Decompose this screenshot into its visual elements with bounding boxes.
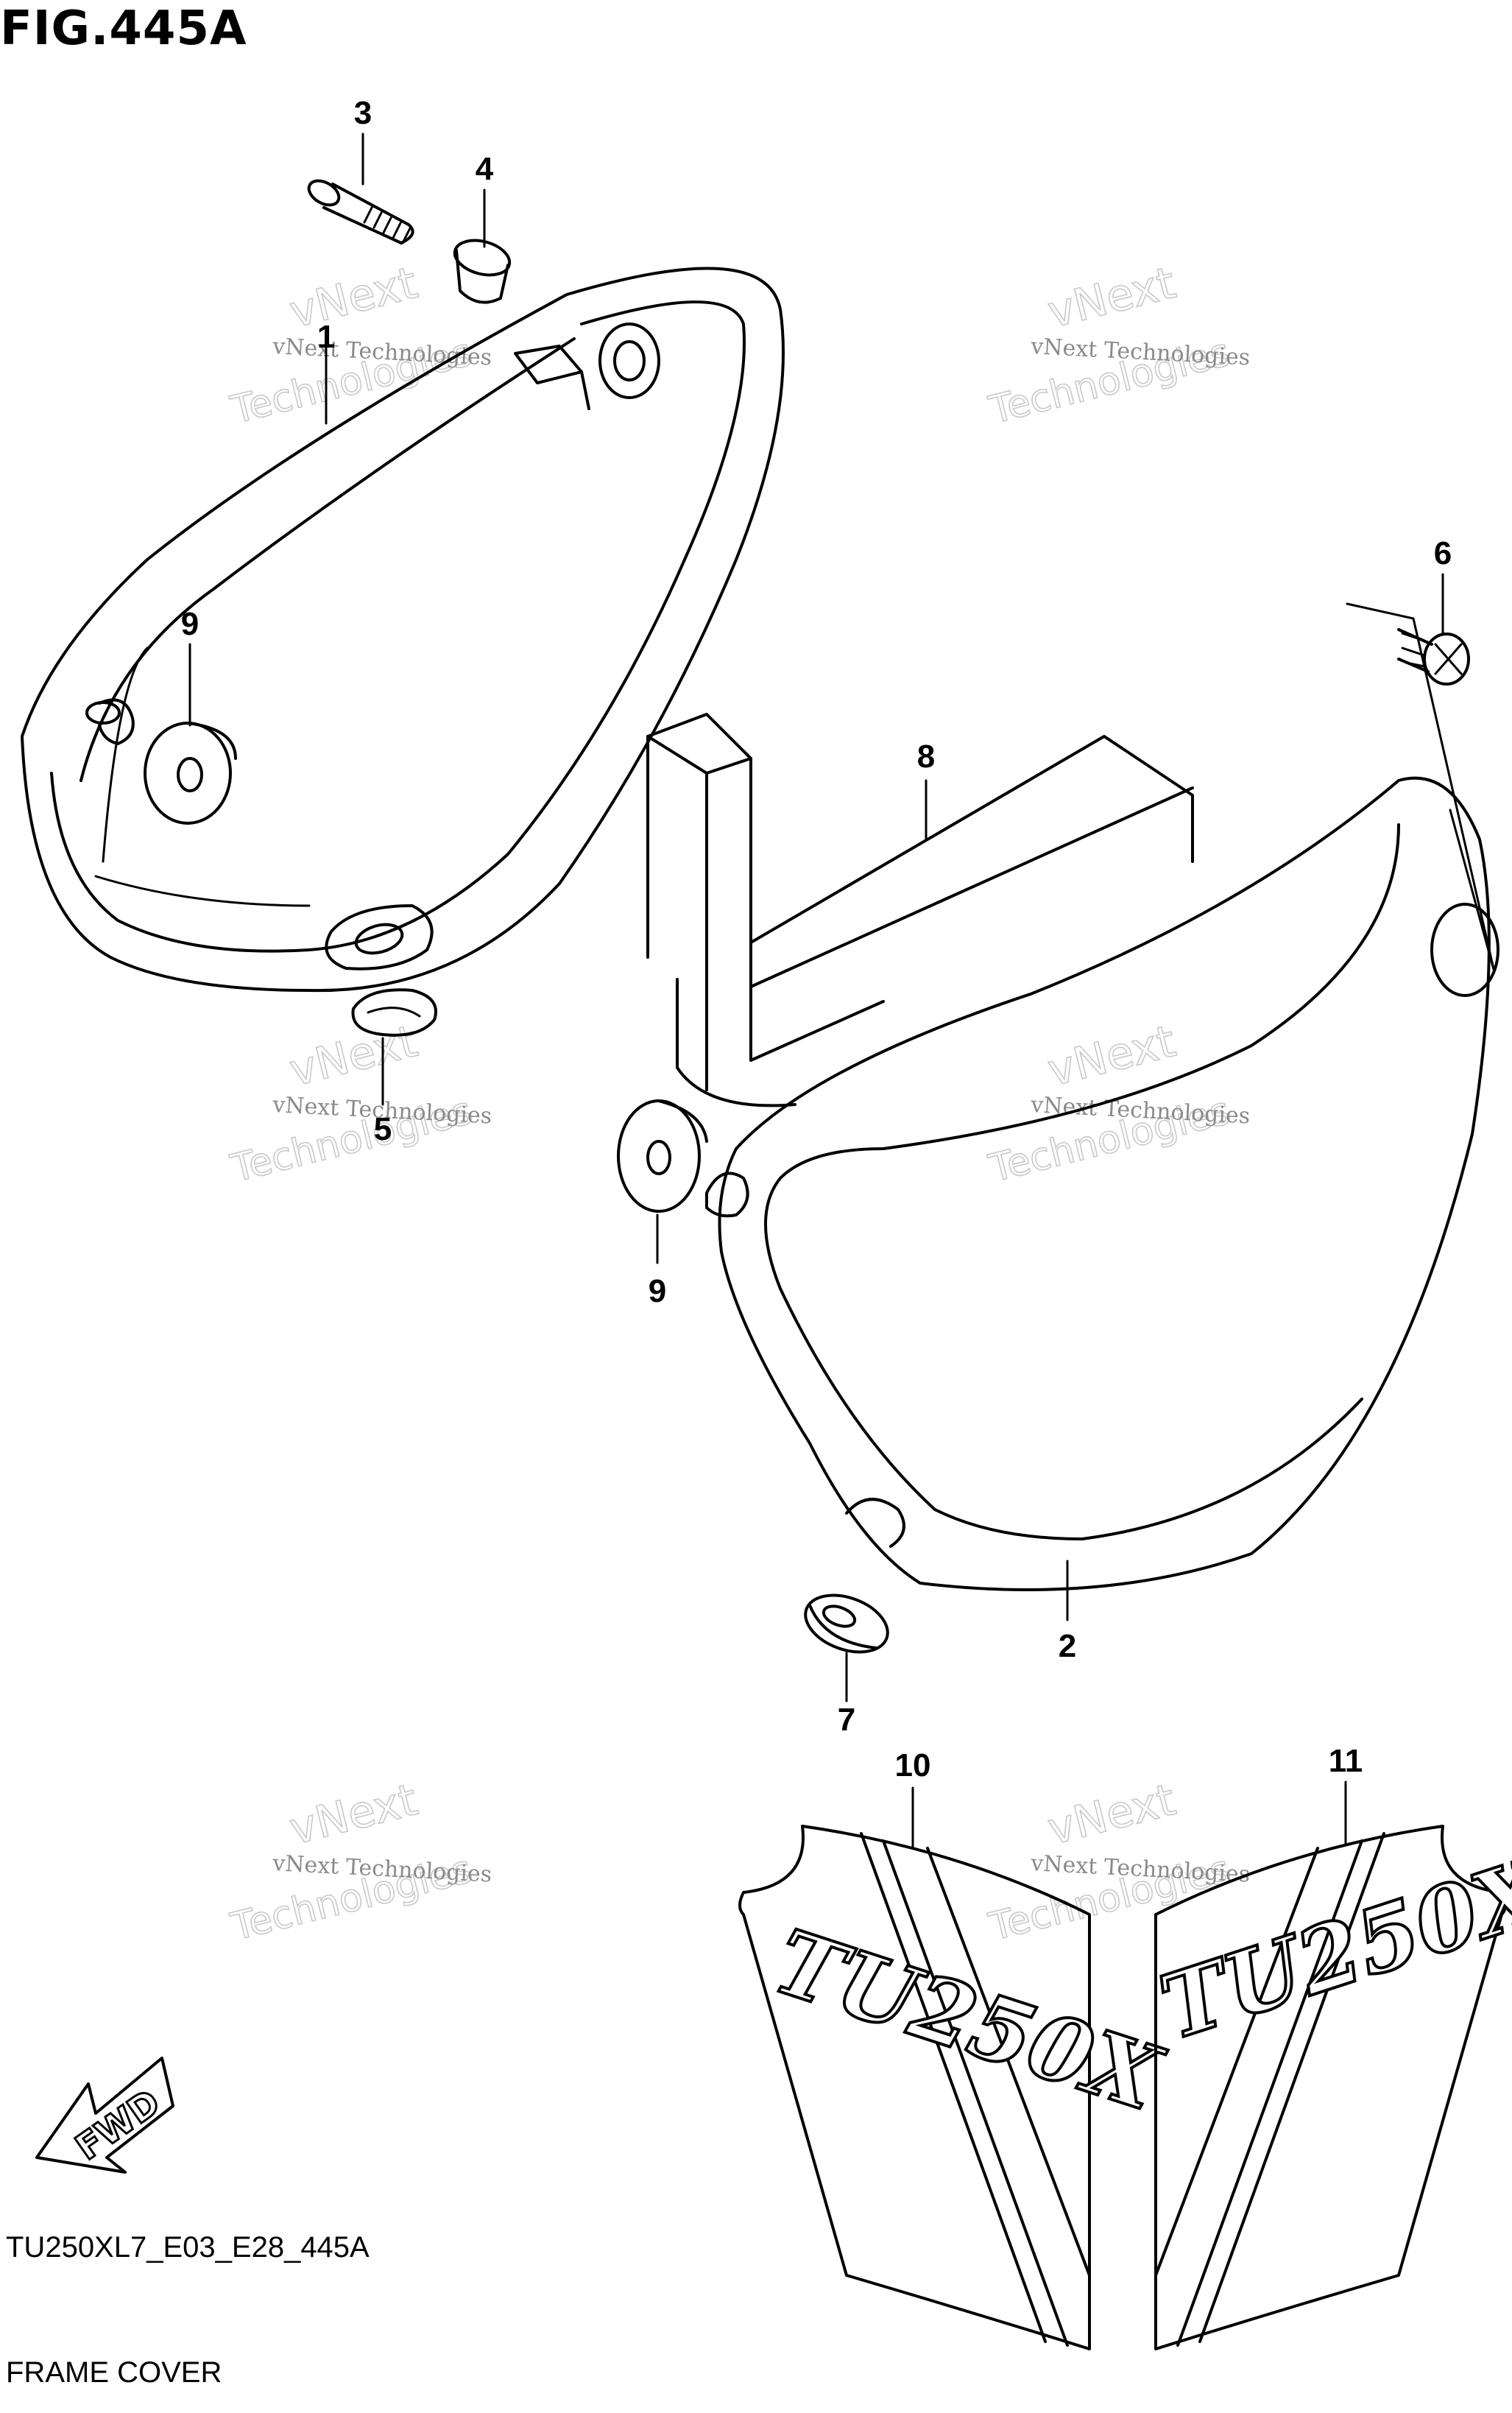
callout-10: 10: [895, 1747, 931, 1783]
part-2-right-frame-cover: [705, 776, 1499, 1591]
callout-5: 5: [374, 1111, 392, 1147]
part-6-screw: [1397, 628, 1470, 686]
part-8-pad: [646, 713, 1194, 1107]
callout-8: 8: [917, 739, 935, 775]
watermark-bottom-right: vNext Technologies vNext Technologies: [984, 1773, 1251, 1950]
part-5-cushion: [351, 988, 437, 1037]
svg-text:vNext: vNext: [285, 257, 423, 338]
part-1-left-frame-cover: [21, 267, 785, 993]
watermark-bottom-left: vNext Technologies vNext Technologies: [226, 1773, 492, 1950]
part-11-decal-right: TU250X: [1147, 1825, 1512, 2350]
decal-text-left: TU250X: [763, 1909, 1174, 2131]
part-4-collar: [453, 239, 512, 304]
figure-code: TU250XL7_E03_E28_445A: [6, 2231, 370, 2264]
part-9-grommet-right: [617, 1099, 708, 1213]
watermark-top-left: vNext Technologies vNext Technologies: [226, 256, 492, 433]
leader-lines: [188, 133, 1444, 1850]
svg-text:vNext: vNext: [1043, 257, 1181, 338]
callout-3: 3: [354, 95, 372, 131]
part-9-grommet-left: [144, 722, 237, 825]
callout-6: 6: [1434, 535, 1452, 571]
forward-arrow-icon: FWD: [35, 2057, 174, 2174]
callout-4: 4: [476, 151, 494, 187]
watermark-top-right: vNext Technologies vNext Technologies: [984, 256, 1251, 433]
callout-9-left: 9: [181, 606, 199, 642]
callout-11: 11: [1329, 1743, 1363, 1779]
callout-2: 2: [1059, 1628, 1076, 1664]
watermark-mid-left: vNext Technologies vNext Technologies: [226, 1015, 492, 1191]
reference-lines: [1346, 602, 1496, 973]
figure-title: FIG.445A: [0, 1, 247, 56]
watermark-mid-right: vNext Technologies vNext Technologies: [984, 1015, 1251, 1191]
part-3-bolt: [307, 179, 414, 244]
svg-text:vNext: vNext: [285, 1774, 423, 1855]
svg-text:vNext: vNext: [285, 1015, 423, 1096]
svg-text:vNext: vNext: [1043, 1774, 1181, 1855]
part-7-cushion: [804, 1593, 889, 1654]
callout-1: 1: [317, 319, 335, 355]
callout-9-right: 9: [649, 1273, 666, 1309]
figure-name: FRAME COVER: [6, 2356, 222, 2389]
callout-7: 7: [838, 1702, 855, 1738]
